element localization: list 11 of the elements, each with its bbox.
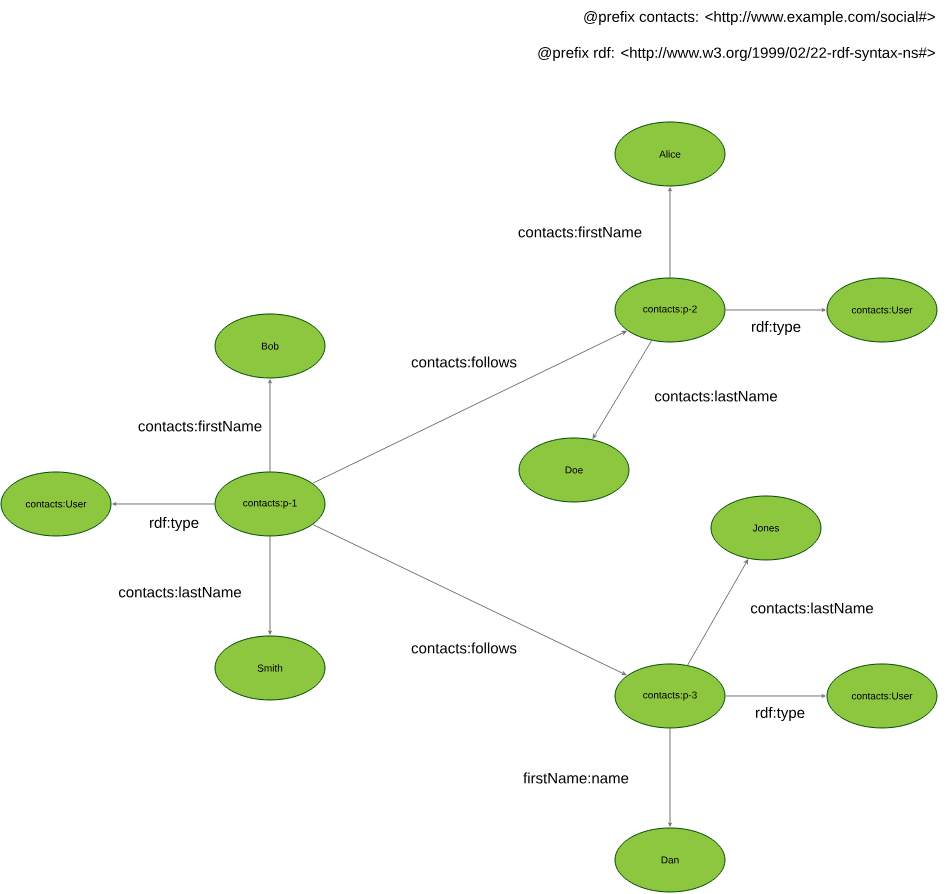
arrow <box>725 308 826 312</box>
arrow <box>268 379 272 472</box>
arrow <box>687 559 749 666</box>
arrow <box>312 330 627 484</box>
arrow <box>592 340 653 439</box>
arrow <box>312 524 627 676</box>
arrow <box>725 694 826 698</box>
arrow <box>268 536 272 635</box>
arrow <box>112 502 215 506</box>
arrow <box>668 187 672 278</box>
arrow <box>668 727 672 827</box>
